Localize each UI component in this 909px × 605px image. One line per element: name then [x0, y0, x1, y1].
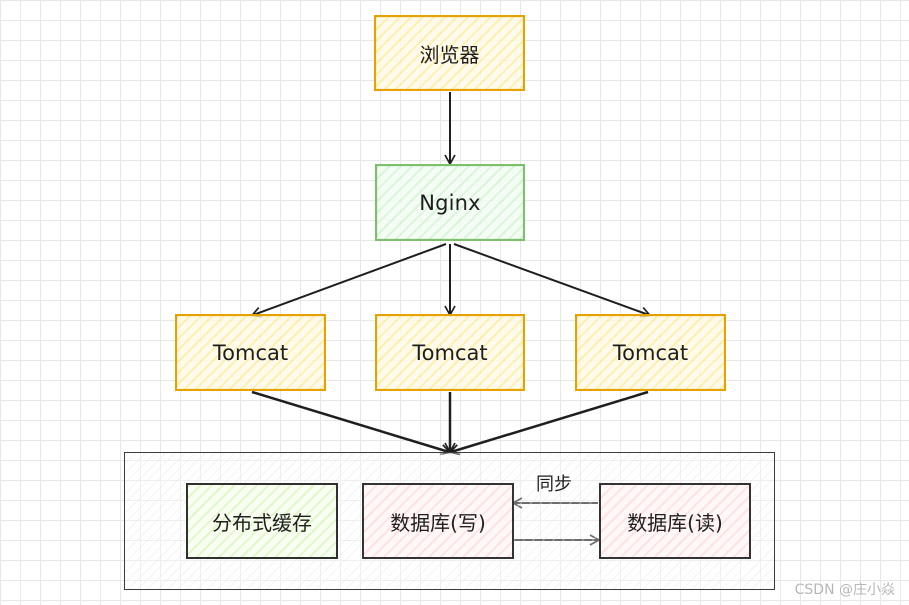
- tomcat-center-label: Tomcat: [412, 340, 488, 365]
- db-write-node: 数据库(写): [362, 483, 514, 559]
- watermark-text: CSDN @庄小焱: [794, 582, 895, 598]
- tomcat-right-label: Tomcat: [612, 340, 689, 365]
- tomcat-right-node: Tomcat: [575, 314, 726, 391]
- sync-label: 同步: [536, 474, 572, 495]
- nginx-label: Nginx: [419, 190, 481, 215]
- db-read-node: 数据库(读): [599, 483, 751, 559]
- tomcat-left-to-storage-arrow: [251, 390, 452, 456]
- distributed-cache-label: 分布式缓存: [212, 510, 312, 535]
- tomcat-center-node: Tomcat: [375, 314, 525, 391]
- db-write-label: 数据库(写): [390, 510, 486, 535]
- distributed-cache-node: 分布式缓存: [186, 483, 338, 559]
- tomcat-left-label: Tomcat: [212, 340, 289, 365]
- db-read-label: 数据库(读): [627, 510, 723, 535]
- nginx-to-tomcat-right-arrow: [453, 243, 652, 318]
- nginx-to-tomcat-left-arrow: [250, 243, 447, 318]
- browser-node: 浏览器: [374, 15, 525, 91]
- tomcat-left-node: Tomcat: [175, 314, 326, 391]
- nginx-node: Nginx: [375, 164, 525, 241]
- browser-label: 浏览器: [419, 42, 480, 67]
- tomcat-right-to-storage-arrow: [448, 390, 649, 456]
